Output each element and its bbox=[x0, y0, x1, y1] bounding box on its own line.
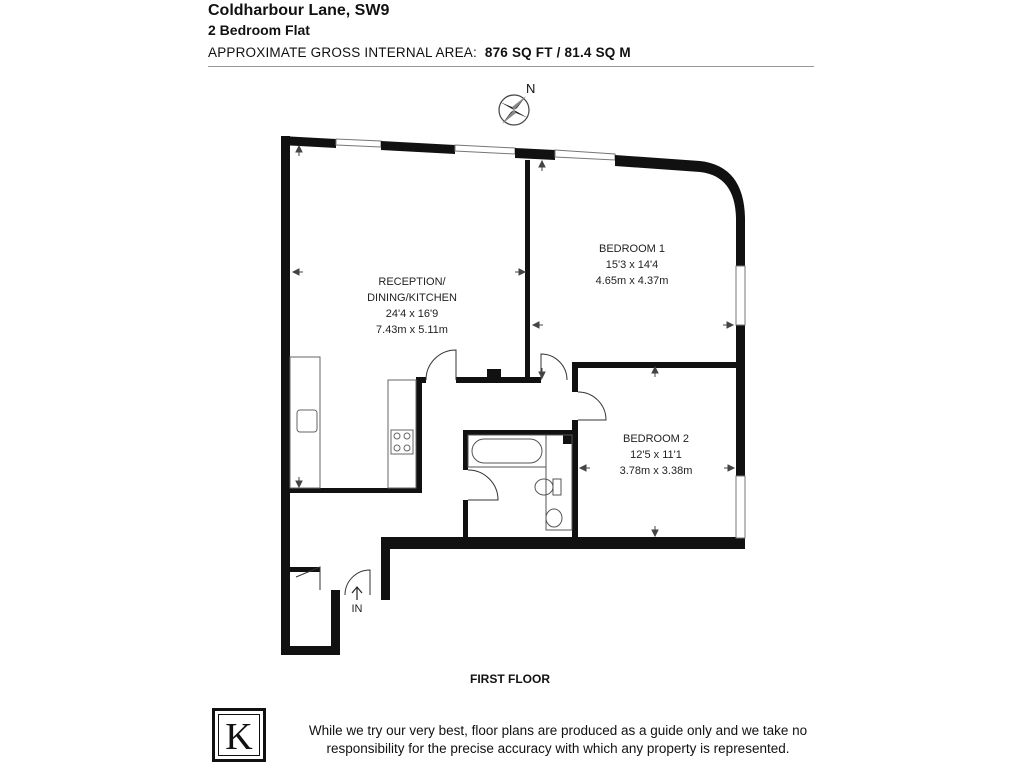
reception-metric: 7.43m x 5.11m bbox=[376, 324, 448, 336]
area-label: APPROXIMATE GROSS INTERNAL AREA: bbox=[208, 45, 477, 60]
kitchen-units bbox=[289, 356, 417, 489]
north-label: N bbox=[526, 81, 535, 96]
bedroom2-name: BEDROOM 2 bbox=[623, 433, 689, 445]
compass-icon: N bbox=[498, 81, 535, 126]
bedroom1-imperial: 15'3 x 14'4 bbox=[606, 259, 659, 271]
reception-imperial: 24'4 x 16'9 bbox=[386, 308, 439, 320]
north-wall bbox=[281, 136, 746, 539]
bedroom2-label: BEDROOM 2 12'5 x 11'1 3.78m x 3.38m bbox=[620, 433, 693, 477]
interior-walls bbox=[290, 160, 745, 572]
entrance-label: IN bbox=[352, 603, 363, 615]
entrance-arrow-icon bbox=[351, 586, 363, 600]
sink-icon bbox=[296, 409, 318, 433]
reception-name-1: RECEPTION/ bbox=[378, 276, 446, 288]
bathroom-fixtures bbox=[467, 434, 573, 531]
gross-internal-area: APPROXIMATE GROSS INTERNAL AREA: 876 SQ … bbox=[208, 45, 631, 60]
toilet-icon bbox=[534, 478, 554, 496]
disclaimer-text: While we try our very best, floor plans … bbox=[308, 723, 808, 756]
exterior-walls bbox=[281, 136, 745, 655]
header-divider bbox=[208, 66, 814, 67]
property-type: 2 Bedroom Flat bbox=[208, 22, 310, 38]
reception-label: RECEPTION/ DINING/KITCHEN 24'4 x 16'9 7.… bbox=[367, 276, 457, 336]
floor-label: FIRST FLOOR bbox=[470, 672, 550, 686]
area-value: 876 SQ FT / 81.4 SQ M bbox=[484, 45, 631, 60]
bedroom1-label: BEDROOM 1 15'3 x 14'4 4.65m x 4.37m bbox=[596, 243, 669, 287]
bedroom1-metric: 4.65m x 4.37m bbox=[596, 275, 669, 287]
bedroom2-metric: 3.78m x 3.38m bbox=[620, 465, 693, 477]
bedroom2-imperial: 12'5 x 11'1 bbox=[630, 449, 682, 461]
reception-name-2: DINING/KITCHEN bbox=[367, 292, 457, 304]
bedroom1-name: BEDROOM 1 bbox=[599, 243, 665, 255]
basin-icon bbox=[545, 508, 563, 528]
dimension-markers bbox=[291, 144, 736, 538]
property-address: Coldharbour Lane, SW9 bbox=[208, 2, 390, 19]
door-swings bbox=[295, 349, 607, 596]
hob-icon bbox=[390, 429, 414, 455]
logo-letter: K bbox=[218, 714, 260, 758]
agency-logo: K bbox=[212, 708, 266, 762]
